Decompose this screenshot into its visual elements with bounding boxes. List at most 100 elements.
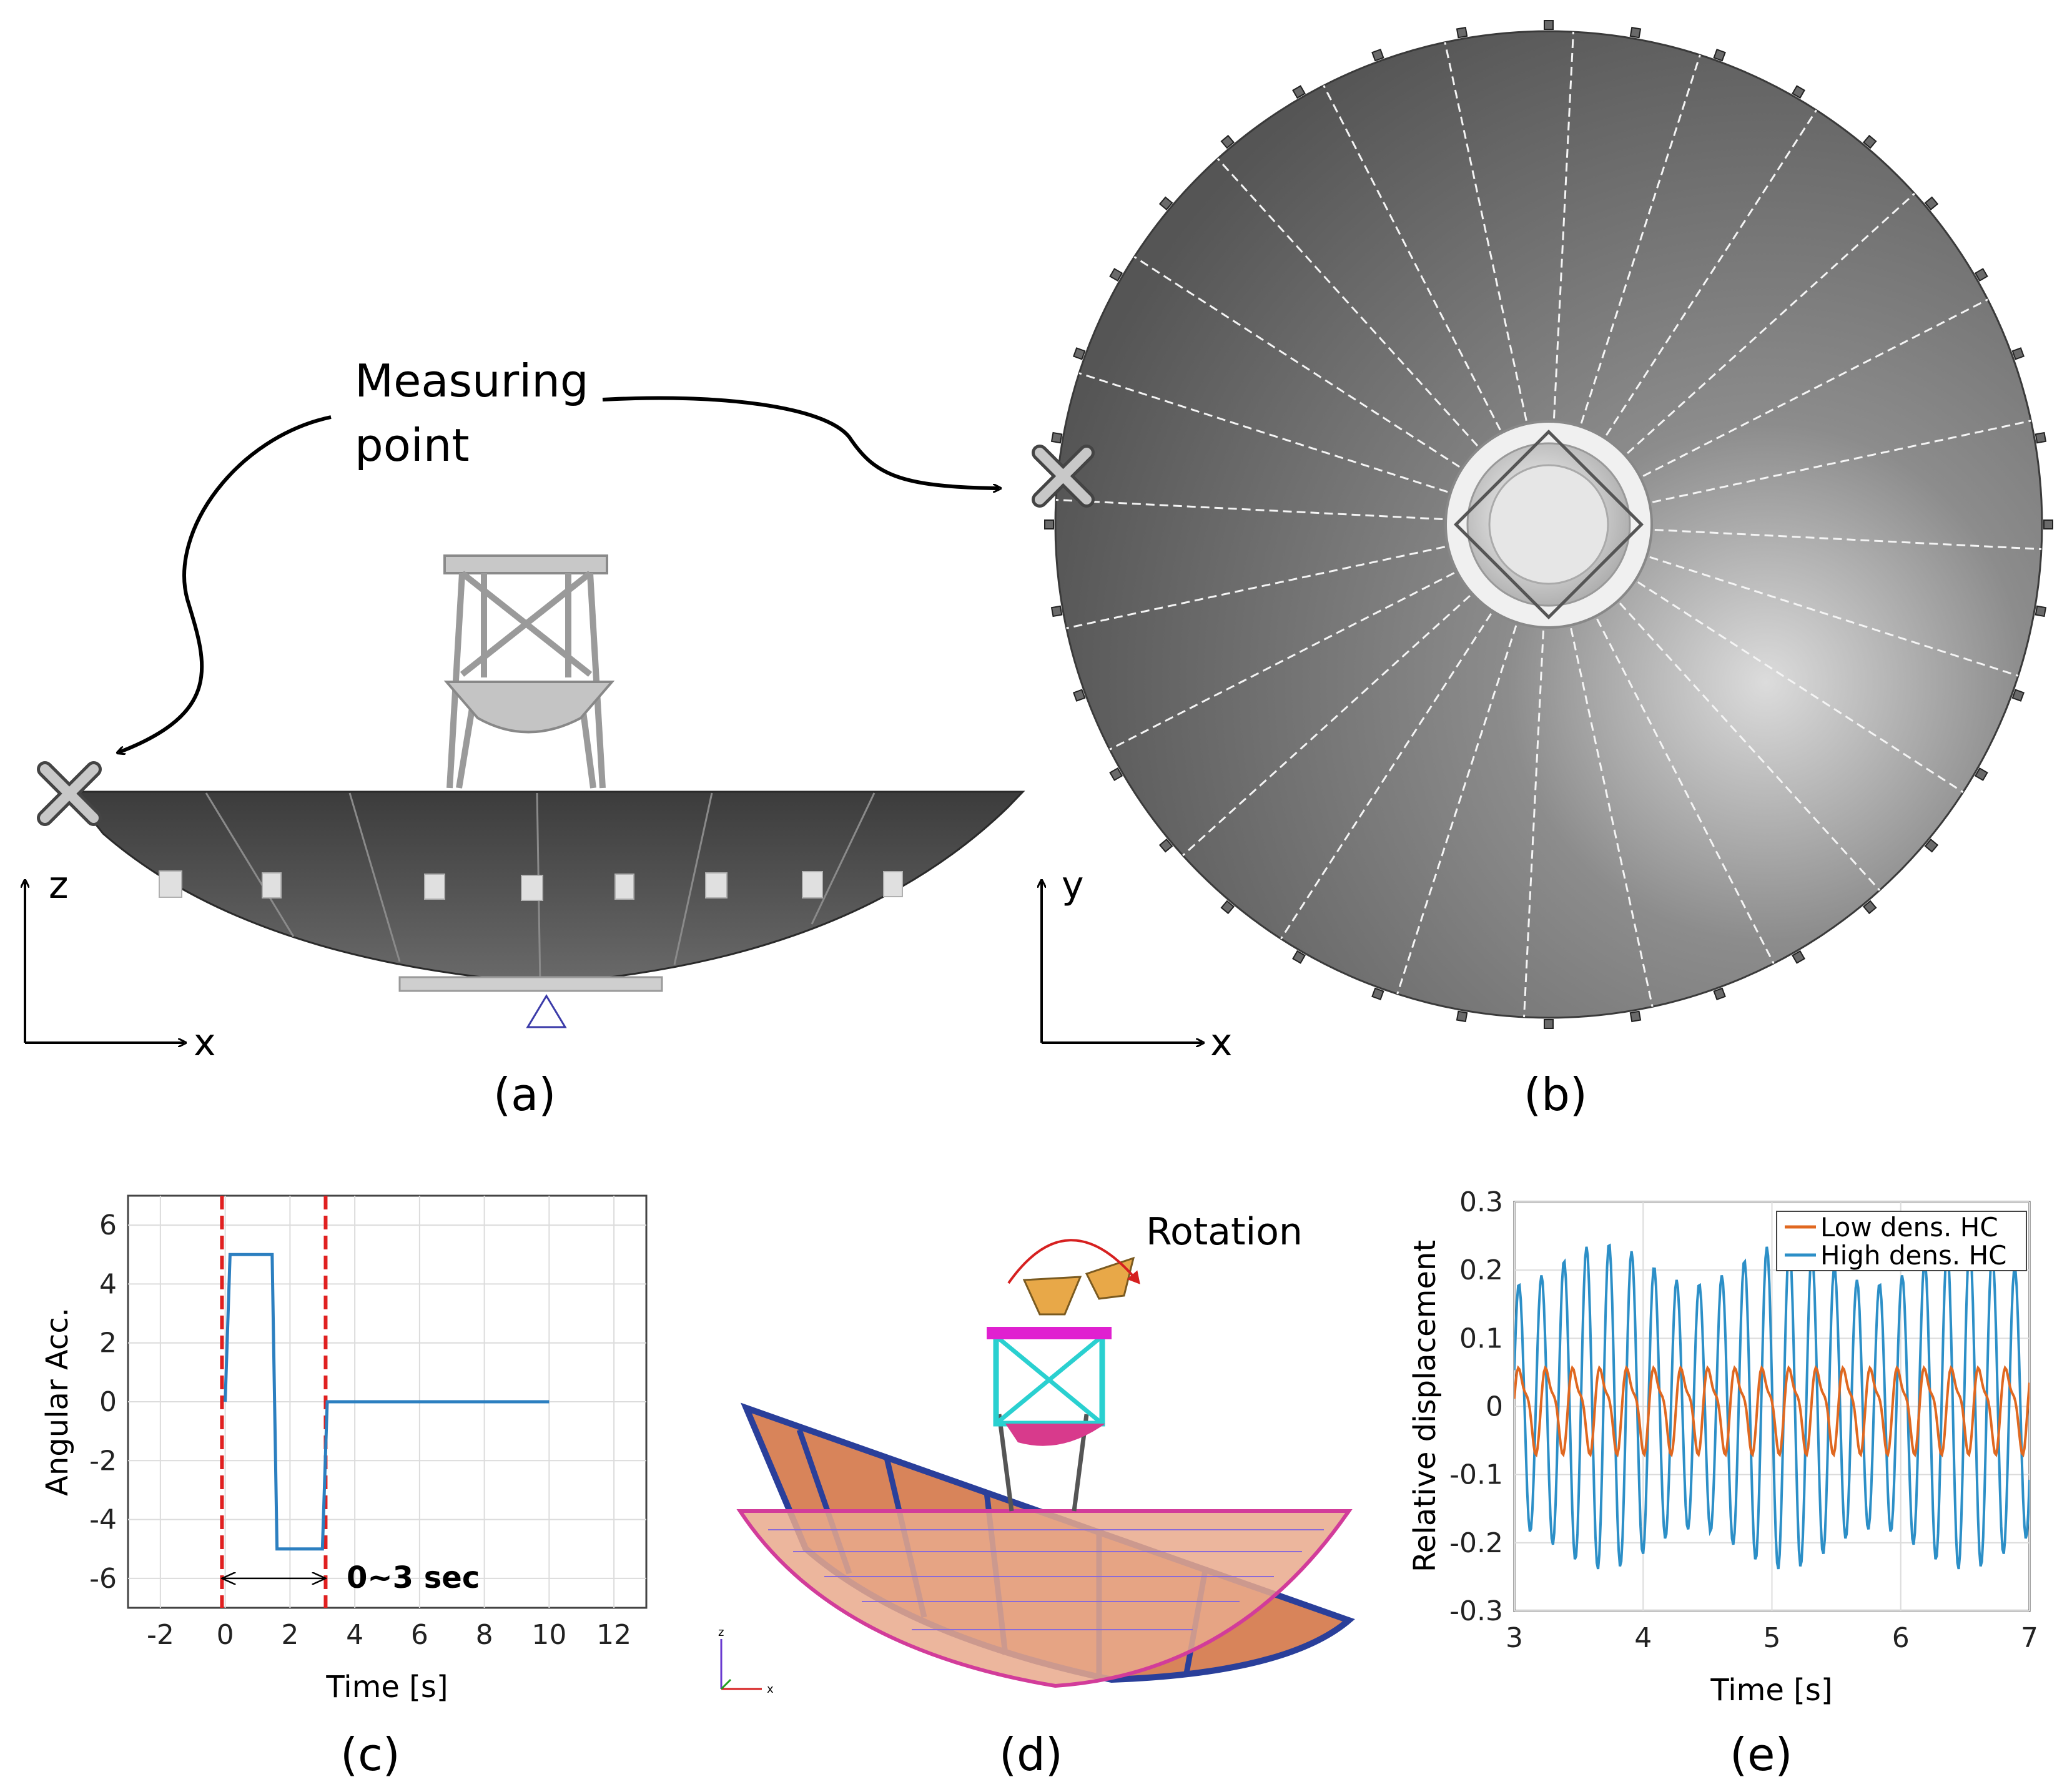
y-tick-label: 0 — [1486, 1391, 1503, 1423]
x-tick-label: 2 — [281, 1619, 298, 1651]
panel-d-fe-model: Rotation z x (d) — [718, 1210, 1355, 1781]
rim-bracket — [1456, 26, 1468, 39]
rim-bracket — [1924, 838, 1939, 853]
axis-label-x-d: x — [767, 1683, 774, 1696]
panel-seam — [1642, 298, 1988, 477]
x-tick-label: 6 — [411, 1619, 428, 1651]
fe-feed-tower — [987, 1256, 1135, 1512]
chart-c-ylabel: Angular Acc. — [40, 1307, 75, 1496]
chart-c-xlabel: Time [s] — [325, 1670, 448, 1705]
x-tick-label: 4 — [1634, 1622, 1652, 1654]
x-tick-label: -2 — [147, 1619, 174, 1651]
chart-e-y-ticks: -0.3-0.2-0.100.10.20.3 — [1449, 1186, 1503, 1627]
reflector-panel-seams-top — [1055, 31, 2042, 1018]
axis-label-x-a: x — [194, 1021, 216, 1065]
x-tick-label: 0 — [217, 1619, 234, 1651]
callout-arrow-to-b — [602, 396, 999, 489]
panel-label-e: (e) — [1730, 1728, 1792, 1781]
rim-bracket — [1220, 134, 1235, 149]
y-tick-label: 0.2 — [1459, 1254, 1503, 1286]
rim-bracket — [1629, 26, 1642, 39]
rim-bracket — [1713, 48, 1726, 62]
y-tick-label: 6 — [99, 1209, 117, 1241]
panel-seam — [1605, 109, 1817, 436]
rear-support-brackets — [159, 870, 903, 901]
rim-brackets — [1044, 20, 2053, 1029]
x-tick-label: 12 — [596, 1619, 631, 1651]
hub-center — [1488, 464, 1609, 585]
x-tick-label: 3 — [1506, 1622, 1523, 1654]
panel-seam — [1216, 158, 1479, 446]
x-tick-label: 8 — [476, 1619, 493, 1651]
rim-bracket — [1974, 268, 1988, 282]
panel-seam — [1396, 625, 1517, 995]
rim-bracket — [1072, 347, 1086, 360]
panel-seam — [1523, 630, 1545, 1018]
y-tick-label: 4 — [99, 1268, 117, 1300]
axis-label-z-d: z — [718, 1626, 724, 1639]
chart-c-series-line — [224, 1253, 550, 1551]
chart-e-ylabel: Relative displacement — [1408, 1240, 1443, 1572]
axes-triad-b — [1042, 882, 1202, 1043]
rim-bracket — [1456, 1010, 1468, 1023]
y-tick-label: -6 — [89, 1563, 117, 1595]
panel-seam — [1596, 618, 1775, 964]
panel-seam — [1323, 85, 1501, 431]
rim-bracket — [1371, 987, 1384, 1001]
rim-bracket — [1713, 987, 1726, 1001]
rotation-arrow — [1007, 1239, 1140, 1284]
feed-support-tower — [443, 554, 608, 789]
rotation-label: Rotation — [1146, 1210, 1303, 1254]
x-tick-label: 6 — [1892, 1622, 1910, 1654]
rim-bracket — [1158, 196, 1173, 211]
y-tick-label: -0.1 — [1449, 1459, 1503, 1491]
rim-bracket — [2043, 519, 2053, 529]
subreflector — [443, 681, 615, 734]
y-tick-label: -0.3 — [1449, 1595, 1503, 1627]
rim-bracket — [1792, 85, 1805, 99]
panel-label-d: (d) — [999, 1728, 1063, 1781]
chart-c-dashed-markers — [220, 1196, 328, 1608]
axis-label-y-b: y — [1062, 864, 1084, 907]
legend-label-low-density: Low dens. HC — [1820, 1212, 1998, 1243]
chart-e-legend: Low dens. HC High dens. HC — [1776, 1211, 2027, 1271]
panel-seam — [1133, 256, 1461, 468]
panel-seam — [1444, 42, 1527, 421]
panel-seam — [1109, 572, 1455, 751]
hub-frame — [1453, 429, 1644, 620]
rim-bracket — [1974, 767, 1988, 781]
rim-bracket — [1109, 268, 1123, 282]
panel-label-a: (a) — [493, 1068, 556, 1121]
panel-seam — [1637, 581, 1964, 793]
chart-e-xlabel: Time [s] — [1710, 1673, 1832, 1708]
panel-seam — [1078, 372, 1448, 493]
panel-a-side-view: z x (a) — [25, 554, 1025, 1121]
rim-bracket — [1792, 950, 1805, 964]
rim-bracket — [1544, 20, 1554, 30]
panel-label-b: (b) — [1524, 1068, 1587, 1121]
panel-seam — [1654, 528, 2042, 550]
chart-e-series-high-density — [1514, 1243, 2030, 1570]
rim-bracket — [1050, 605, 1063, 618]
rim-bracket — [1220, 900, 1235, 915]
x-tick-label: 4 — [346, 1619, 363, 1651]
rim-bracket — [1862, 134, 1877, 149]
main-reflector-side — [67, 790, 1025, 985]
panel-seam — [1552, 31, 1574, 419]
rim-bracket — [1072, 689, 1086, 702]
panel-seam — [1182, 594, 1471, 857]
rim-bracket — [1292, 85, 1306, 99]
rim-bracket — [1544, 1019, 1554, 1029]
support-marker-triangle — [526, 994, 567, 1028]
measuring-point-marker-b — [1032, 445, 1095, 508]
level-reflector-mesh-lines — [768, 1529, 1324, 1630]
rim-bracket — [1109, 767, 1123, 781]
y-tick-label: -4 — [89, 1504, 117, 1536]
measuring-point-label-line1: Measuring — [355, 355, 589, 407]
panel-seam — [1570, 628, 1654, 1007]
